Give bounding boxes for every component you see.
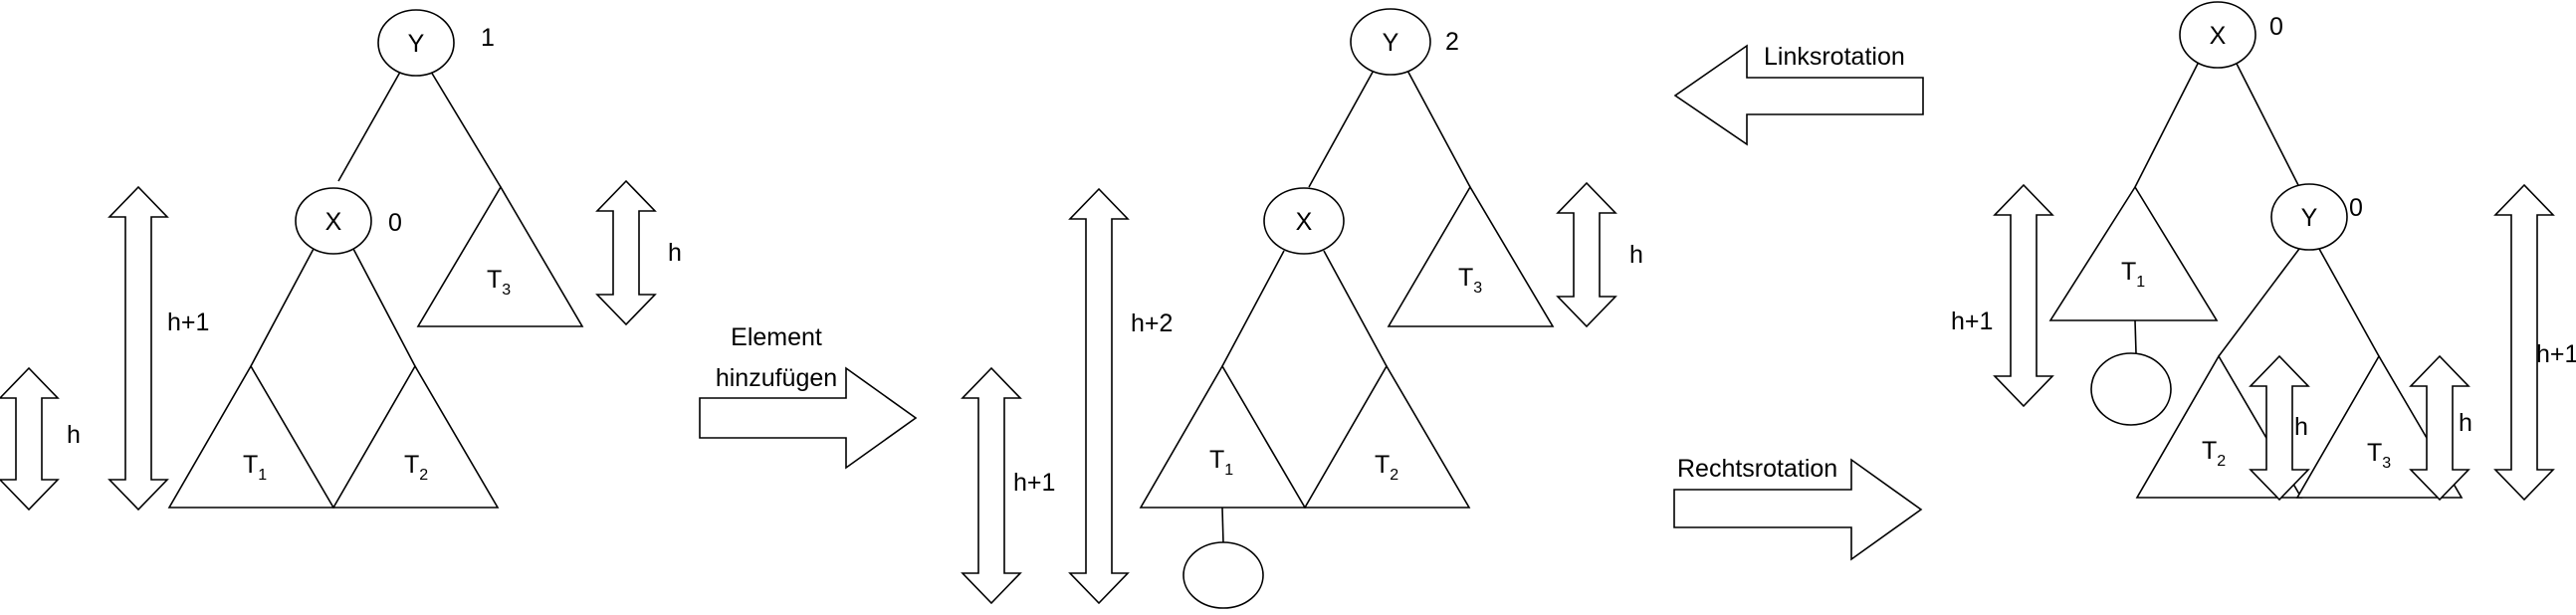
height-label-h-plus-1-right: h+1: [2536, 340, 2576, 368]
subtree-t2: [2135, 354, 2303, 499]
height-arrow-h-left: [0, 366, 60, 512]
height-arrow-h-plus-2: [1068, 187, 1130, 605]
height-arrow-h-t3: [2409, 354, 2470, 502]
edge-y-t3: [427, 66, 502, 188]
subtree-t3: [1387, 185, 1555, 327]
right-rotation-label: Rechtsrotation: [1677, 455, 1837, 483]
edge-t1-new: [1221, 507, 1224, 544]
height-label-h-left: h: [67, 421, 81, 449]
node-y: [2270, 183, 2348, 251]
height-arrow-h-plus-1: [107, 185, 169, 512]
edge-y-t3: [2318, 248, 2380, 357]
node-x: [295, 187, 372, 255]
node-y-label: Y: [2301, 204, 2318, 232]
subtree-t3-label: T3: [2367, 439, 2391, 472]
subtree-t1-label: T1: [1209, 446, 1233, 479]
height-arrow-h-t2: [2249, 354, 2310, 502]
height-label-h-t3: h: [2459, 409, 2472, 437]
subtree-t1-label: T1: [243, 451, 267, 484]
subtree-t1: [2048, 185, 2219, 321]
height-arrow-h-right: [1556, 181, 1617, 328]
left-rotation-arrow: Linksrotation: [1673, 43, 1924, 146]
height-label-h-right: h: [668, 239, 682, 267]
node-x-label: X: [325, 208, 342, 236]
edge-x-t1: [250, 248, 315, 367]
height-label-h-plus-1: h+1: [1013, 469, 1055, 497]
subtree-t3-label: T3: [1458, 264, 1482, 297]
subtree-t2-label: T2: [2202, 437, 2226, 470]
subtree-t1-label: T1: [2121, 258, 2145, 291]
node-x: [1263, 187, 1345, 255]
height-arrow-h-plus-1-right: [2493, 183, 2555, 502]
node-y-label: Y: [408, 30, 425, 58]
right-tree: X 0 Y 0 T1 T2 T3 h+1 h h h+1: [1951, 1, 2576, 502]
subtree-t3: [416, 185, 584, 327]
balance-y-label: 2: [1445, 28, 1459, 56]
edge-x-t2: [1323, 250, 1388, 367]
middle-tree: Y 2 X T1 T2 T3 h+2 h+1 h: [961, 8, 1643, 609]
edge-y-t3: [1404, 66, 1471, 188]
node-y-label: Y: [1383, 29, 1399, 57]
edge-x-t1: [2134, 59, 2201, 188]
insert-arrow-shape: [699, 366, 918, 470]
new-element-node: [2090, 352, 2172, 426]
insert-element-arrow: Element hinzufügen: [699, 323, 918, 470]
node-y: [1350, 8, 1431, 76]
left-rotation-label: Linksrotation: [1764, 43, 1905, 71]
subtree-t1: [167, 364, 335, 509]
balance-y-label: 1: [481, 24, 495, 52]
edge-x-y: [2234, 59, 2300, 188]
node-x: [2179, 1, 2256, 69]
insert-label-line2: hinzufügen: [716, 364, 837, 392]
node-y: [377, 9, 455, 77]
height-arrow-h-plus-1-left: [1993, 183, 2054, 408]
balance-x-label: 0: [388, 209, 402, 237]
subtree-t2-label: T2: [404, 451, 428, 484]
subtree-t3-label: T3: [487, 266, 511, 299]
height-label-h-right: h: [1629, 241, 1643, 269]
height-label-h-t2: h: [2294, 413, 2308, 441]
edge-t1-new: [2134, 319, 2137, 354]
subtree-t2-label: T2: [1375, 451, 1398, 484]
edge-y-x: [1308, 66, 1377, 188]
height-label-h-plus-2: h+2: [1131, 309, 1173, 337]
right-rotation-arrow-shape: [1673, 458, 1923, 561]
new-element-node: [1182, 541, 1264, 609]
subtree-t2: [1303, 364, 1471, 509]
subtree-t3: [2295, 354, 2464, 499]
edge-x-t2: [352, 248, 416, 367]
edge-y-x: [337, 66, 404, 182]
balance-x-label: 0: [2269, 13, 2283, 41]
right-rotation-arrow: Rechtsrotation: [1673, 455, 1923, 561]
height-arrow-h-right: [595, 179, 657, 326]
height-arrow-h-plus-1: [961, 366, 1022, 605]
left-rotation-arrow-shape: [1673, 44, 1924, 146]
insert-label-line1: Element: [731, 323, 822, 351]
node-x-label: X: [1296, 208, 1313, 236]
left-tree: Y 1 X 0 T1 T2 T3 h h+1 h: [0, 9, 682, 512]
height-label-h-plus-1: h+1: [167, 308, 209, 336]
height-label-h-plus-1-left: h+1: [1951, 308, 1993, 335]
node-x-label: X: [2210, 22, 2227, 50]
edge-x-t1: [1221, 250, 1285, 367]
subtree-t2: [331, 364, 500, 509]
subtree-t1: [1139, 364, 1307, 509]
edge-y-t2: [2218, 248, 2300, 357]
balance-y-label: 0: [2349, 194, 2363, 222]
